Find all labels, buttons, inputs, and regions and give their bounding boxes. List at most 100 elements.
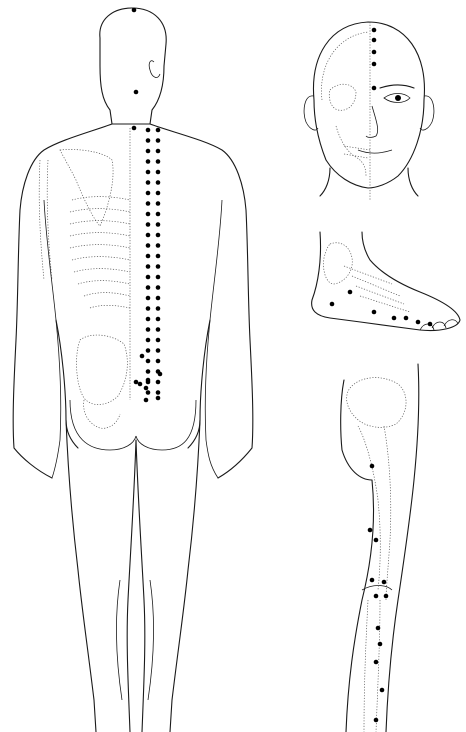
acupuncture-point <box>370 578 375 583</box>
acupuncture-point <box>156 317 161 322</box>
acupuncture-point <box>146 327 151 332</box>
acupuncture-point <box>146 243 151 248</box>
acupuncture-point <box>156 390 161 395</box>
pelvis-outline <box>77 335 128 428</box>
face-outline <box>313 22 424 188</box>
acupuncture-point <box>156 243 161 248</box>
acupuncture-point <box>146 222 151 227</box>
mouth <box>358 150 392 153</box>
acupuncture-point <box>146 390 151 395</box>
acupuncture-point <box>146 317 151 322</box>
acupuncture-point <box>146 359 151 364</box>
acupuncture-point <box>156 201 161 206</box>
acupuncture-point <box>156 170 161 175</box>
acupuncture-point <box>158 372 163 377</box>
acupuncture-point <box>156 338 161 343</box>
acupuncture-point <box>132 8 137 13</box>
acupuncture-point <box>156 222 161 227</box>
acupuncture-point <box>134 90 139 95</box>
acupuncture-point <box>146 348 151 353</box>
ears <box>304 96 434 130</box>
left-arm-inner <box>44 200 61 478</box>
acupuncture-point <box>372 28 377 33</box>
acupuncture-point <box>156 275 161 280</box>
acupuncture-point <box>146 138 151 143</box>
acupuncture-point <box>374 660 379 665</box>
acupuncture-point <box>146 369 151 374</box>
acupuncture-point <box>146 191 151 196</box>
acupuncture-point <box>382 580 387 585</box>
head-outline <box>100 8 166 124</box>
acupuncture-point <box>156 380 161 385</box>
acupuncture-point <box>372 62 377 67</box>
neck-outline <box>320 168 418 196</box>
shin-bone <box>364 600 380 732</box>
face-view <box>304 22 434 200</box>
acupuncture-points <box>132 8 433 723</box>
torso-outline <box>13 124 253 478</box>
acupuncture-point <box>146 264 151 269</box>
acupuncture-point <box>146 128 151 133</box>
acupuncture-point <box>156 348 161 353</box>
acupuncture-point <box>156 159 161 164</box>
femur-pelvis <box>347 378 406 600</box>
acupuncture-point <box>146 306 151 311</box>
legs-outline <box>66 420 200 732</box>
acupuncture-point <box>384 594 389 599</box>
acupuncture-point <box>146 338 151 343</box>
acupuncture-point <box>156 149 161 154</box>
acupuncture-point <box>144 386 149 391</box>
eyebrow <box>380 85 414 88</box>
acupuncture-point <box>378 642 383 647</box>
right-arm-inner <box>205 200 222 478</box>
acupuncture-point <box>146 201 151 206</box>
acupuncture-point <box>372 310 377 315</box>
acupuncture-point <box>380 688 385 693</box>
buttocks-outline <box>70 400 196 450</box>
back-view <box>13 8 253 732</box>
acupuncture-point <box>132 126 137 131</box>
acupuncture-point <box>330 302 335 307</box>
acupuncture-point <box>374 538 379 543</box>
acupuncture-point <box>146 149 151 154</box>
acupuncture-point <box>146 296 151 301</box>
acupuncture-point <box>374 718 379 723</box>
acupuncture-point <box>428 322 433 327</box>
acupuncture-point <box>156 191 161 196</box>
acupuncture-point <box>156 359 161 364</box>
toes <box>420 320 458 330</box>
acupuncture-point <box>372 86 377 91</box>
acupuncture-point <box>370 464 375 469</box>
acupuncture-point <box>146 254 151 259</box>
acupuncture-point <box>156 180 161 185</box>
pupil <box>395 95 401 101</box>
acupuncture-point <box>376 626 381 631</box>
acupuncture-point <box>392 316 397 321</box>
foot-view <box>312 232 460 331</box>
acupuncture-point <box>140 354 145 359</box>
acupuncture-point <box>156 128 161 133</box>
acupuncture-point <box>374 594 379 599</box>
ear-outline <box>149 61 160 78</box>
hip-outline <box>56 320 210 448</box>
acupuncture-point <box>146 285 151 290</box>
leg-view <box>341 364 419 732</box>
acupuncture-point <box>156 233 161 238</box>
acupuncture-point <box>156 264 161 269</box>
acupuncture-point <box>156 396 161 401</box>
acupuncture-point <box>416 320 421 325</box>
scapula-outline <box>60 149 113 226</box>
acupuncture-point <box>156 285 161 290</box>
rib-lines <box>70 197 130 308</box>
acupuncture-point <box>156 327 161 332</box>
knee-line <box>362 586 392 591</box>
nose <box>366 106 378 138</box>
acupuncture-point <box>156 306 161 311</box>
acupuncture-point <box>146 233 151 238</box>
acupuncture-point <box>156 138 161 143</box>
acupuncture-point <box>368 528 373 533</box>
acupuncture-point <box>146 159 151 164</box>
acupuncture-point <box>156 296 161 301</box>
foot-outline <box>312 232 460 331</box>
acupuncture-point <box>138 382 143 387</box>
